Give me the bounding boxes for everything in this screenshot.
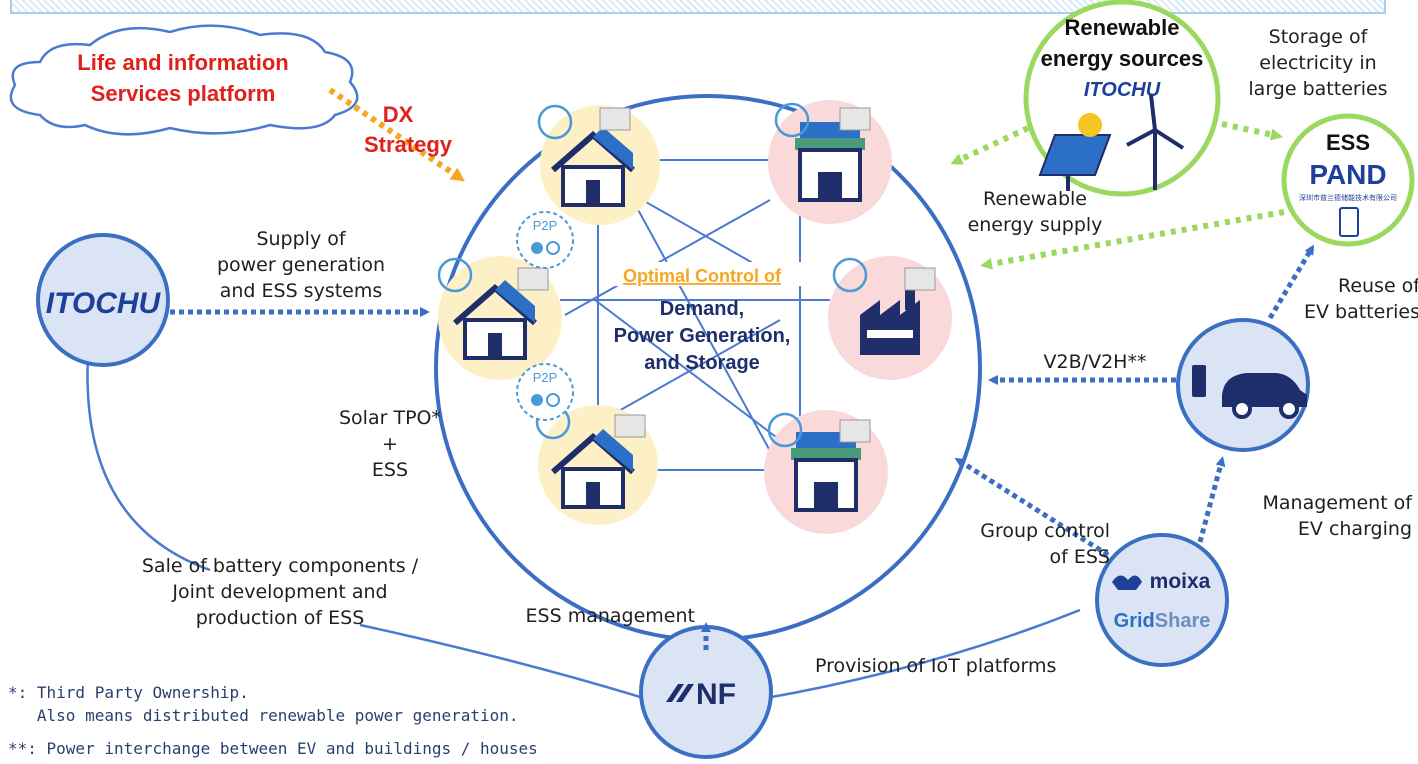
center-line3: and Storage <box>644 352 760 374</box>
house-icon <box>453 280 537 360</box>
reuse-arrow <box>1267 244 1315 320</box>
p2p-badge: P2P <box>516 211 574 269</box>
sale-label: Sale of battery components / Joint devel… <box>141 555 419 629</box>
moixa-logo: moixa <box>1150 570 1211 593</box>
shop-icon <box>795 122 865 202</box>
nf-logo: NF <box>696 678 736 711</box>
ev-management-label: Management of EV charging <box>1262 492 1412 540</box>
ev-car-icon <box>1192 365 1307 419</box>
solar-panel-icon <box>1038 113 1112 191</box>
itochu-logo: ITOCHU <box>46 287 162 320</box>
p2p-label: P2P <box>533 370 558 385</box>
dx-line1: DX <box>383 102 414 127</box>
renewable-logo: ITOCHU <box>1084 79 1161 101</box>
pand-logo: PAND <box>1309 159 1386 190</box>
inverter-icon <box>517 107 936 443</box>
top-banner <box>10 0 1386 14</box>
factory-icon <box>860 280 920 355</box>
wind-turbine-icon <box>1126 94 1185 190</box>
house-icon <box>551 429 635 509</box>
ess-supply-arrow <box>980 209 1285 270</box>
cloud-line2: Services platform <box>91 81 276 106</box>
renewable-supply-arrow <box>950 125 1030 165</box>
v2b-label: V2B/V2H** <box>1043 351 1147 373</box>
renewable-supply-label: Renewable energy supply <box>967 188 1103 236</box>
group-control-arrow <box>954 457 1110 558</box>
renewable-line2: energy sources <box>1041 46 1204 71</box>
footnote-v2b: **: Power interchange between EV and bui… <box>8 739 538 758</box>
battery-icon <box>1339 207 1359 237</box>
p2p-label: P2P <box>533 218 558 233</box>
iot-label: Provision of IoT platforms <box>815 655 1057 677</box>
center-line1: Demand, <box>660 298 744 320</box>
brain-icon <box>437 102 868 448</box>
storage-arrow <box>1221 121 1283 141</box>
supply-label: Supply of power generation and ESS syste… <box>216 228 386 302</box>
moixa-node <box>1095 533 1229 667</box>
solar-tpo-label: Solar TPO* + ESS <box>339 407 441 481</box>
reuse-label: Reuse of EV batteries <box>1303 275 1418 323</box>
ess-node <box>1281 113 1415 247</box>
footnote-tpo: *: Third Party Ownership. Also means dis… <box>8 683 519 725</box>
moixa-mark-icon <box>1112 575 1142 590</box>
house-icon <box>551 127 635 207</box>
cloud-shape <box>9 24 359 136</box>
cloud-line1: Life and information <box>77 50 288 75</box>
center-title: Optimal Control of <box>623 266 782 286</box>
nf-mark-icon <box>666 684 694 702</box>
ess-title: ESS <box>1326 130 1370 155</box>
renewable-line1: Renewable <box>1065 15 1180 40</box>
connector-lines <box>86 329 1081 702</box>
storage-label: Storage of electricity in large batterie… <box>1248 26 1388 100</box>
shop-icon <box>791 432 861 512</box>
pand-subtext: 深圳市普兰德储能技术有限公司 <box>1299 193 1397 202</box>
center-line2: Power Generation, <box>614 325 791 347</box>
dx-line2: Strategy <box>364 132 453 157</box>
ess-management-label: ESS management <box>525 605 695 627</box>
gridshare-logo: GridShare <box>1114 610 1211 632</box>
p2p-badge: P2P <box>516 363 574 421</box>
group-control-label: Group control of ESS <box>980 520 1110 568</box>
itochu-node <box>36 233 170 367</box>
dx-arrow <box>328 87 465 182</box>
